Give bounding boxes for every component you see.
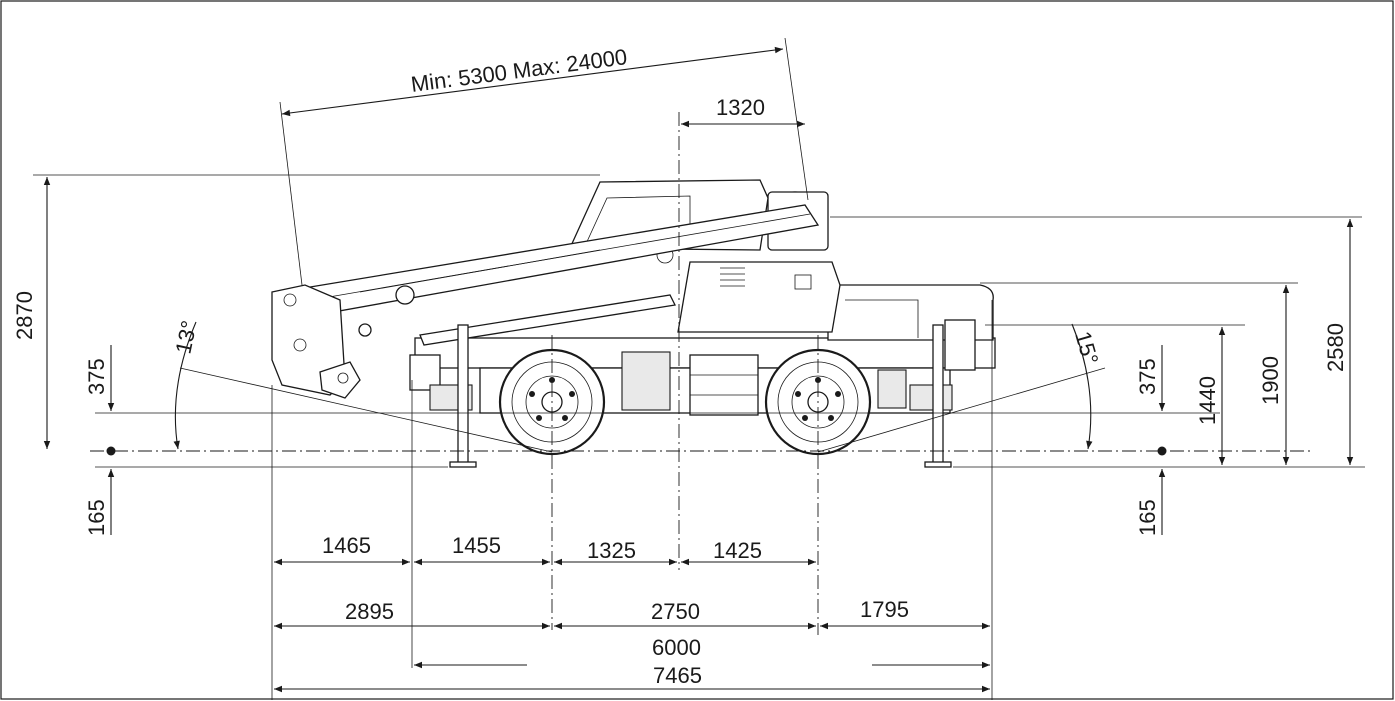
dim-axle-to-center-rear: 1425: [713, 538, 762, 563]
dim-outrigger-up-left: 375: [84, 358, 109, 395]
dim-outrigger-down-left: 165: [84, 499, 109, 536]
crane-illustration: [271, 179, 996, 468]
dim-front-overhang: 2895: [345, 599, 394, 624]
angle-arc-front: [173, 321, 197, 450]
dim-front-overhang-a: 1465: [322, 533, 371, 558]
dim-wheelbase: 2750: [651, 599, 700, 624]
dim-outrigger-span: 6000: [652, 635, 701, 660]
dim-height-max: 2870: [12, 291, 37, 340]
dim-rear-overhang: 1795: [860, 597, 909, 622]
battery-box: [621, 351, 671, 411]
outrigger-leg-front: [457, 324, 469, 466]
dim-height-1440: 1440: [1195, 376, 1220, 425]
dim-axle-to-center-front: 1325: [587, 538, 636, 563]
dim-height-2580: 2580: [1323, 323, 1348, 372]
dim-overall-length: 7465: [653, 663, 702, 688]
vent-grille: [877, 369, 907, 409]
angle-arc-rear: [1071, 323, 1093, 450]
hook-block: [319, 361, 361, 399]
dim-angle-front: 13°: [170, 318, 201, 356]
step-box: [689, 354, 759, 416]
outrigger-pad-rear: [924, 461, 952, 468]
outrigger-box-rear: [944, 319, 976, 371]
dimension-arrows: [43, 46, 1354, 693]
boom-pulley: [395, 285, 415, 305]
reference-point-left: [106, 446, 116, 456]
dim-angle-rear: 15°: [1070, 328, 1103, 367]
outrigger-box-front: [409, 354, 441, 391]
dim-front-overhang-b: 1455: [452, 533, 501, 558]
dim-boom-pivot-offset: 1320: [716, 95, 765, 120]
outrigger-pad-front: [449, 461, 477, 468]
dim-outrigger-up-right: 375: [1135, 358, 1160, 395]
reference-point-right: [1157, 446, 1167, 456]
center-lines: [90, 112, 1310, 635]
turret: [677, 261, 841, 333]
dim-height-1900: 1900: [1258, 356, 1283, 405]
outrigger-jack-rear: [909, 384, 953, 411]
dim-outrigger-down-right: 165: [1135, 499, 1160, 536]
outrigger-leg-rear: [932, 324, 944, 466]
reference-lines: [33, 37, 1365, 700]
lift-cylinder: [419, 294, 676, 346]
dim-boom-length: Min: 5300 Max: 24000: [409, 44, 628, 97]
